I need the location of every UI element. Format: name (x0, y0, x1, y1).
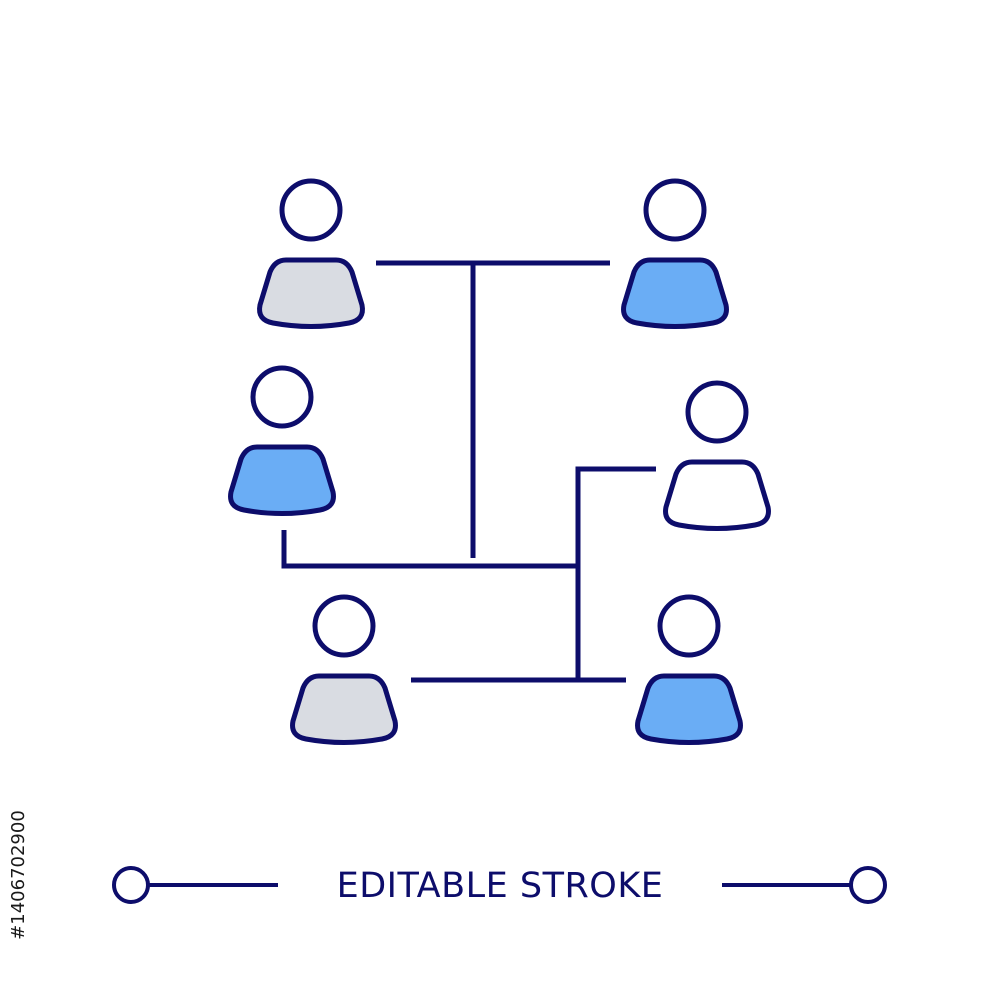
person-icon-bottom-right (635, 594, 743, 745)
editable-stroke-decoration (112, 866, 887, 904)
person-icon-middle-left (228, 365, 336, 516)
person-head (250, 365, 314, 429)
person-icon-top-right (621, 178, 729, 329)
person-head (312, 594, 376, 658)
hierarchy-connectors (281, 260, 656, 683)
person-head (643, 178, 707, 242)
person-body (635, 673, 743, 745)
person-body (228, 444, 336, 516)
person-icon-top-left (257, 178, 365, 329)
editable-stroke-caption: EDITABLE STROKE (336, 866, 664, 906)
person-body (290, 673, 398, 745)
person-body (257, 257, 365, 329)
person-head (279, 178, 343, 242)
person-head (685, 380, 749, 444)
people-group (228, 178, 771, 745)
left-handle-icon (112, 866, 150, 904)
right-handle-icon (849, 866, 887, 904)
right-branch-connector (575, 466, 656, 680)
stock-id-label: #1406702900 (6, 755, 32, 995)
middle-left-connector (281, 530, 578, 569)
stock-id-text: #1406702900 (8, 810, 29, 940)
person-icon-bottom-left (290, 594, 398, 745)
person-body (663, 459, 771, 531)
person-icon-middle-right (663, 380, 771, 531)
person-head (657, 594, 721, 658)
person-body (621, 257, 729, 329)
